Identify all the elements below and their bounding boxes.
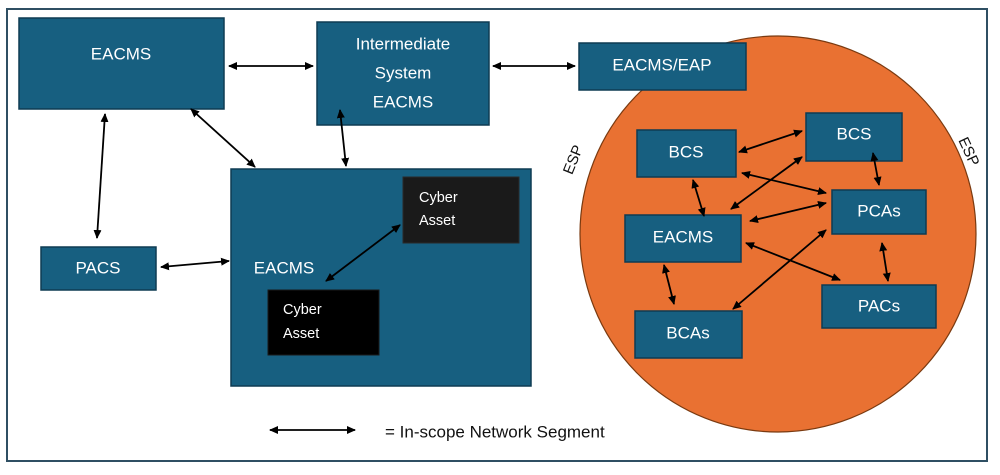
node-esp-pacs[interactable]: PACs (821, 284, 937, 329)
node-cyber-asset-top[interactable]: Cyber Asset (402, 176, 520, 244)
connection-bcs-eacms (691, 179, 706, 217)
connection-pcas-bcas (732, 229, 827, 310)
node-label: PACS (75, 258, 120, 277)
node-label-line1: Cyber (283, 302, 322, 318)
node-esp-bcs-left[interactable]: BCS (636, 129, 737, 178)
node-intermediate-system-eacms[interactable]: Intermediate System EACMS (316, 21, 490, 126)
connection-pacs-container (160, 257, 230, 271)
legend: = In-scope Network Segment (269, 422, 605, 441)
node-label: PACs (858, 296, 900, 315)
connection-bcs-right-eacms (730, 156, 803, 210)
node-label: EACMS (254, 258, 314, 277)
connection-bcs-bcs (738, 129, 803, 154)
node-label: EACMS (91, 44, 151, 63)
connection-intermediate-container (336, 109, 350, 167)
node-label: BCS (669, 142, 704, 161)
connection-eacms-pacs (93, 113, 109, 239)
node-esp-bcas[interactable]: BCAs (634, 310, 743, 359)
node-label: EACMS/EAP (612, 55, 711, 74)
connection-eacms-pcas (749, 200, 827, 224)
connection-bcs-right-pcas (870, 152, 882, 186)
node-label-line3: EACMS (373, 92, 433, 111)
connection-pcas-pacs (879, 242, 891, 282)
node-label-line2: System (375, 63, 432, 82)
connection-eacms-bcas (662, 264, 676, 305)
node-eacms-eap[interactable]: EACMS/EAP (578, 42, 747, 91)
node-label: BCAs (666, 323, 709, 342)
esp-label-left: ESP (560, 143, 587, 177)
node-esp-pcas[interactable]: PCAs (831, 189, 927, 235)
node-label-line2: Asset (283, 326, 319, 342)
node-label: EACMS (653, 227, 713, 246)
node-pacs[interactable]: PACS (40, 246, 157, 291)
node-esp-bcs-right[interactable]: BCS (805, 112, 903, 162)
connections (93, 62, 891, 310)
node-label-line1: Intermediate (356, 34, 451, 53)
legend-text: = In-scope Network Segment (385, 422, 605, 441)
node-label-line2: Asset (419, 213, 455, 229)
node-label-line1: Cyber (419, 190, 458, 206)
connection-cyber-assets (325, 224, 401, 282)
node-cyber-asset-bottom[interactable]: Cyber Asset (267, 289, 380, 356)
node-label: PCAs (857, 201, 900, 220)
node-eacms-top-left[interactable]: EACMS (18, 17, 225, 110)
connection-eacms-container (190, 108, 256, 168)
node-label: BCS (837, 124, 872, 143)
node-esp-eacms[interactable]: EACMS (624, 214, 742, 263)
